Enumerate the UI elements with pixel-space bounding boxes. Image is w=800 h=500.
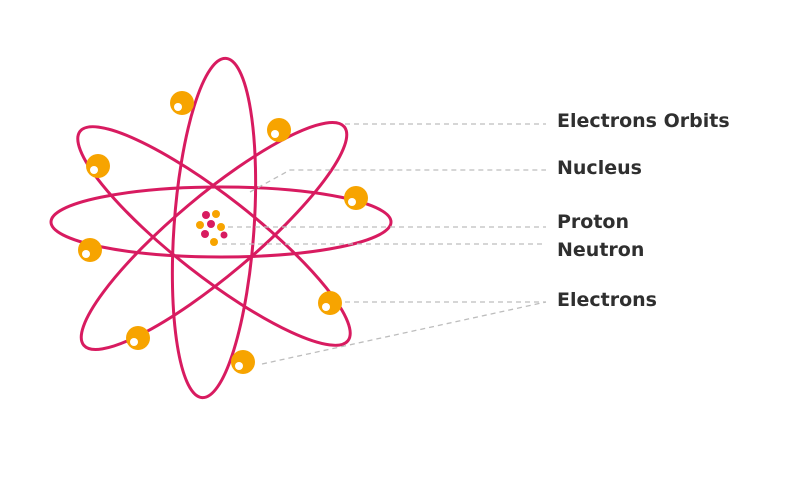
electron: [267, 118, 291, 142]
neutron: [212, 210, 220, 218]
leader-line-nucleus: [249, 169, 546, 193]
electron: [86, 154, 110, 178]
leader-line-electrons-bottom: [261, 301, 547, 365]
electron: [344, 186, 368, 210]
orbit-diagonal-down: [76, 125, 352, 347]
electron: [231, 350, 255, 374]
proton: [207, 220, 215, 228]
electron: [78, 238, 102, 262]
orbit-horizontal: [49, 185, 393, 259]
neutron: [196, 221, 204, 229]
electrons: [78, 91, 368, 374]
proton: [201, 230, 209, 238]
electron: [170, 91, 194, 115]
label-electrons: Electrons: [557, 289, 657, 311]
electron: [126, 326, 150, 350]
label-proton: Proton: [557, 211, 630, 233]
orbit-diagonal-up: [79, 121, 349, 351]
neutron: [217, 223, 225, 231]
electron-orbits: [49, 56, 393, 400]
label-electron-orbits: Electrons Orbits: [557, 110, 730, 132]
neutron: [210, 238, 218, 246]
label-nucleus: Nucleus: [557, 157, 642, 179]
proton: [220, 231, 228, 239]
nucleus: [196, 210, 228, 246]
leader-lines: [222, 123, 547, 365]
electron: [318, 291, 342, 315]
label-neutron: Neutron: [557, 239, 645, 261]
proton: [202, 211, 210, 219]
orbit-vertical: [170, 56, 258, 400]
